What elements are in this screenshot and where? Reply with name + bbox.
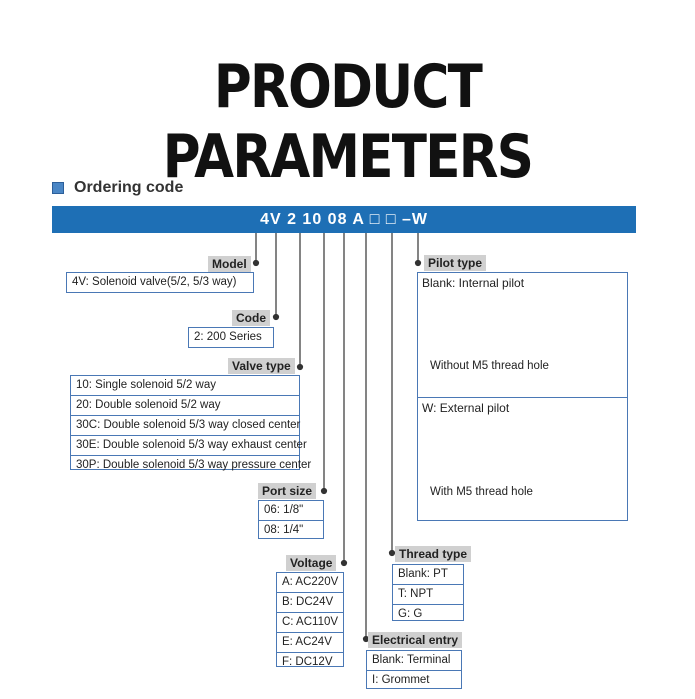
electrical-entry-option: I: Grommet xyxy=(372,674,430,686)
voltage-option: B: DC24V xyxy=(277,593,343,613)
valve-type-option: 30E: Double solenoid 5/3 way exhaust cen… xyxy=(71,436,307,456)
port-size-option: 08: 1/4" xyxy=(264,524,304,536)
pilot-external-note: With M5 thread hole xyxy=(428,486,535,498)
model-option: 4V: Solenoid valve(5/2, 5/3 way) xyxy=(72,276,237,288)
code-option: 2: 200 Series xyxy=(194,331,262,343)
pilot-internal-note: Without M5 thread hole xyxy=(428,360,551,372)
model-box: 4V: Solenoid valve(5/2, 5/3 way) xyxy=(66,272,254,293)
electrical-entry-box: Blank: Terminal I: Grommet xyxy=(366,650,462,689)
page-title: PRODUCT PARAMETERS xyxy=(162,52,534,192)
electrical-entry-header: Electrical entry xyxy=(368,632,463,648)
valve-type-option: 30C: Double solenoid 5/3 way closed cent… xyxy=(71,416,300,436)
port-size-box: 06: 1/8" 08: 1/4" xyxy=(258,500,324,539)
pilot-external-label: W: External pilot xyxy=(422,401,510,415)
thread-type-box: Blank: PT T: NPT G: G xyxy=(392,564,464,621)
code-header: Code xyxy=(232,310,270,326)
code-box: 2: 200 Series xyxy=(188,327,274,348)
electrical-entry-option: Blank: Terminal xyxy=(367,651,461,671)
code-band xyxy=(52,206,636,233)
ordering-code-label: Ordering code xyxy=(74,179,184,196)
valve-type-option: 20: Double solenoid 5/2 way xyxy=(71,396,299,416)
model-header: Model xyxy=(208,256,251,272)
thread-type-option: Blank: PT xyxy=(393,565,463,585)
port-size-header: Port size xyxy=(258,483,317,499)
thread-type-option: T: NPT xyxy=(393,585,463,605)
pilot-external-box xyxy=(417,397,628,521)
voltage-option: A: AC220V xyxy=(277,573,343,593)
valve-type-option: 30P: Double solenoid 5/3 way pressure ce… xyxy=(76,459,312,471)
pilot-internal-label: Blank: Internal pilot xyxy=(422,276,525,290)
valve-type-box: 10: Single solenoid 5/2 way 20: Double s… xyxy=(70,375,311,471)
valve-type-option: 10: Single solenoid 5/2 way xyxy=(71,376,299,396)
thread-type-option: G: G xyxy=(398,608,423,620)
port-size-option: 06: 1/8" xyxy=(259,501,323,521)
valve-type-header: Valve type xyxy=(228,358,295,374)
voltage-option: F: DC12V xyxy=(282,656,333,668)
pilot-type-header: Pilot type xyxy=(424,255,487,271)
voltage-box: A: AC220V B: DC24V C: AC110V E: AC24V F:… xyxy=(276,572,344,668)
ordering-code-heading: Ordering code xyxy=(52,178,183,198)
voltage-option: C: AC110V xyxy=(277,613,343,633)
pilot-internal-box xyxy=(417,272,628,398)
voltage-header: Voltage xyxy=(286,555,337,571)
bullet-square-icon xyxy=(52,182,64,194)
voltage-option: E: AC24V xyxy=(277,633,343,653)
ordering-code: 4V 2 10 08 A □ □ –W xyxy=(260,211,428,228)
thread-type-header: Thread type xyxy=(395,546,472,562)
